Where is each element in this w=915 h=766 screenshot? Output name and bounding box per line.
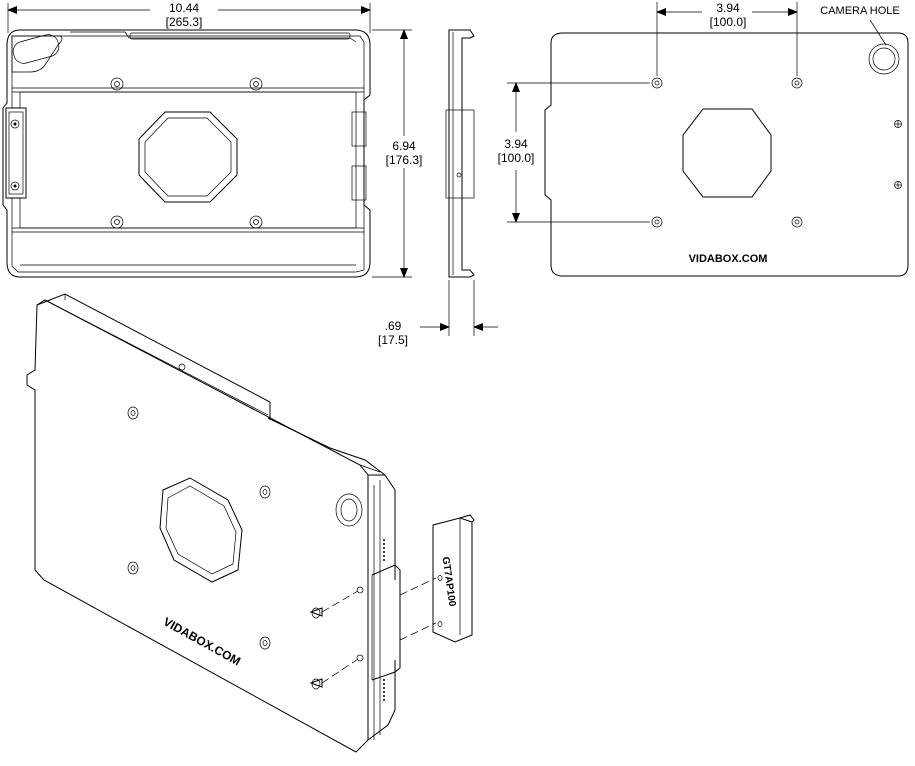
isometric-view: VIDABOX.COM GT7AP100 <box>26 293 475 753</box>
clip-part-label: GT7AP100 <box>440 556 458 608</box>
octagon-cutout <box>682 108 772 198</box>
screw-icon <box>10 119 20 191</box>
camera-hole-icon <box>335 493 363 527</box>
camera-hole-label: CAMERA HOLE <box>820 5 899 17</box>
octagon-cutout <box>138 111 238 203</box>
back-vspacing-mm: [100.0] <box>498 151 535 165</box>
back-view: CAMERA HOLE 3.94 [100.0] 3.94 [100.0] VI… <box>498 1 909 277</box>
side-view: .69 [17.5] <box>378 29 498 347</box>
front-outline <box>2 29 371 278</box>
mount-hole-icon <box>127 406 271 650</box>
mount-hole-icon <box>110 77 263 229</box>
back-hspacing-mm: [100.0] <box>710 15 747 29</box>
back-brand-label: VIDABOX.COM <box>689 253 768 265</box>
front-view: 10.44 [265.3] <box>2 1 423 278</box>
assembly-guide <box>321 577 437 684</box>
octagon-cutout <box>159 477 243 583</box>
camera-hole-icon <box>868 43 900 75</box>
back-hspacing-in: 3.94 <box>716 1 740 15</box>
screw-icon <box>309 607 323 690</box>
side-depth-in: .69 <box>385 319 402 333</box>
front-width-mm: [265.3] <box>166 15 203 29</box>
iso-brand-label: VIDABOX.COM <box>161 615 243 669</box>
front-width-in: 10.44 <box>169 1 199 15</box>
front-height-mm: [176.3] <box>386 153 423 167</box>
back-vspacing-in: 3.94 <box>504 137 528 151</box>
front-height-in: 6.94 <box>392 139 416 153</box>
mount-hole-icon <box>651 77 803 228</box>
side-clip: GT7AP100 <box>432 514 475 643</box>
side-depth-mm: [17.5] <box>378 333 408 347</box>
screw-icon <box>894 120 902 189</box>
grip-texture <box>383 539 385 701</box>
back-outline <box>544 32 909 277</box>
iso-back-plate <box>26 299 369 753</box>
